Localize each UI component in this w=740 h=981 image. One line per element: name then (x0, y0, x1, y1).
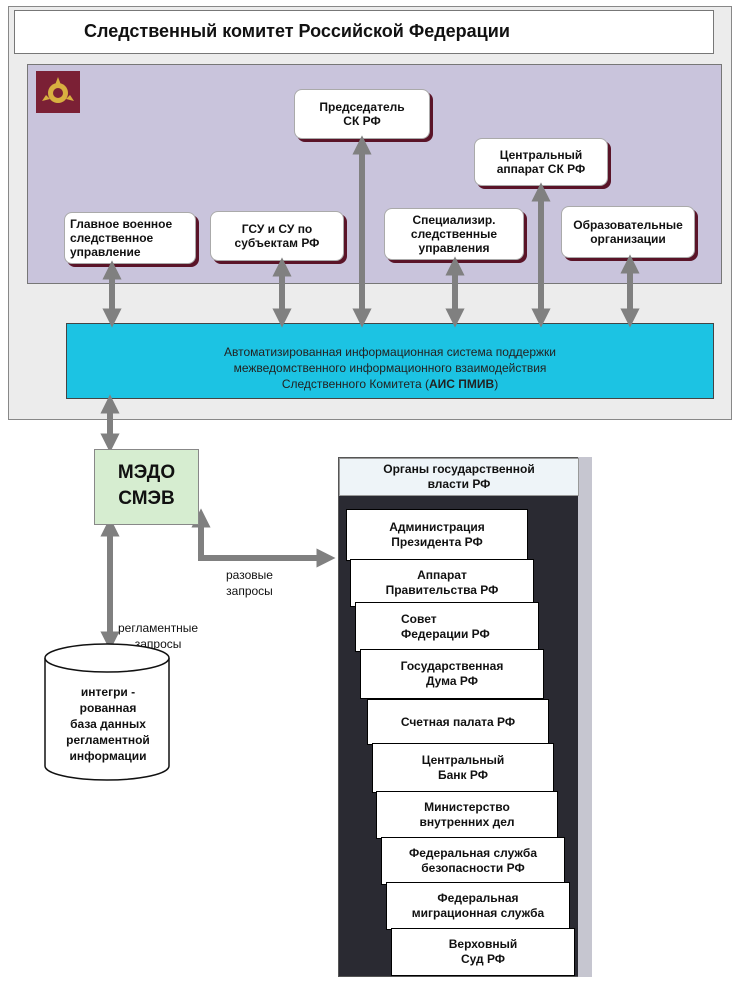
unit-gsu: ГСУ и СУ по субъектам РФ (210, 211, 344, 261)
database-cylinder (44, 643, 170, 781)
unit-special: Специализир. следственные управления (384, 208, 524, 260)
arrow-medo-gov (191, 508, 336, 568)
gov-item-migration-service: Федеральная миграционная служба (386, 882, 570, 930)
logo (36, 71, 80, 113)
gov-panel-shade (578, 457, 592, 977)
gov-item-accounts-chamber: Счетная палата РФ (367, 699, 549, 745)
unit-central-office: Центральный аппарат СК РФ (474, 138, 608, 186)
unit-military: Главное военное следственное управление (64, 212, 196, 264)
gov-item-government-staff: Аппарат Правительства РФ (350, 559, 534, 607)
gov-item-central-bank: Центральный Банк РФ (372, 743, 554, 793)
medo-smev-box: МЭДО СМЭВ (94, 449, 199, 525)
ais-line-1: Автоматизированная информационная систем… (224, 345, 556, 359)
one-time-requests-label: разовые запросы (226, 568, 273, 598)
ais-bar: Автоматизированная информационная систем… (66, 323, 714, 399)
gov-item-supreme-court: Верховный Суд РФ (391, 928, 575, 976)
gov-item-interior-ministry: Министерство внутренних дел (376, 791, 558, 839)
gov-header: Органы государственной власти РФ (339, 458, 579, 496)
page-title: Следственный комитет Российской Федераци… (84, 21, 510, 41)
gov-item-federation-council: Совет Федерации РФ (355, 602, 539, 652)
title-bar (14, 10, 714, 54)
ais-line-3: Следственного Комитета (АИС ПМИВ) (281, 377, 499, 391)
gov-item-fsb: Федеральная служба безопасности РФ (381, 837, 565, 885)
ais-line-2: межведомственного информационного взаимо… (233, 361, 547, 375)
gov-item-state-duma: Государственная Дума РФ (360, 649, 544, 699)
smev-label: СМЭВ (118, 488, 175, 509)
database-label: интегри - рованная база данных регламент… (66, 685, 150, 763)
gov-item-president-admin: Администрация Президента РФ (346, 509, 528, 561)
unit-chairman: Председатель СК РФ (294, 89, 430, 139)
medo-label: МЭДО (117, 462, 176, 483)
emblem-icon (42, 77, 74, 103)
unit-education: Образовательные организации (561, 206, 695, 258)
